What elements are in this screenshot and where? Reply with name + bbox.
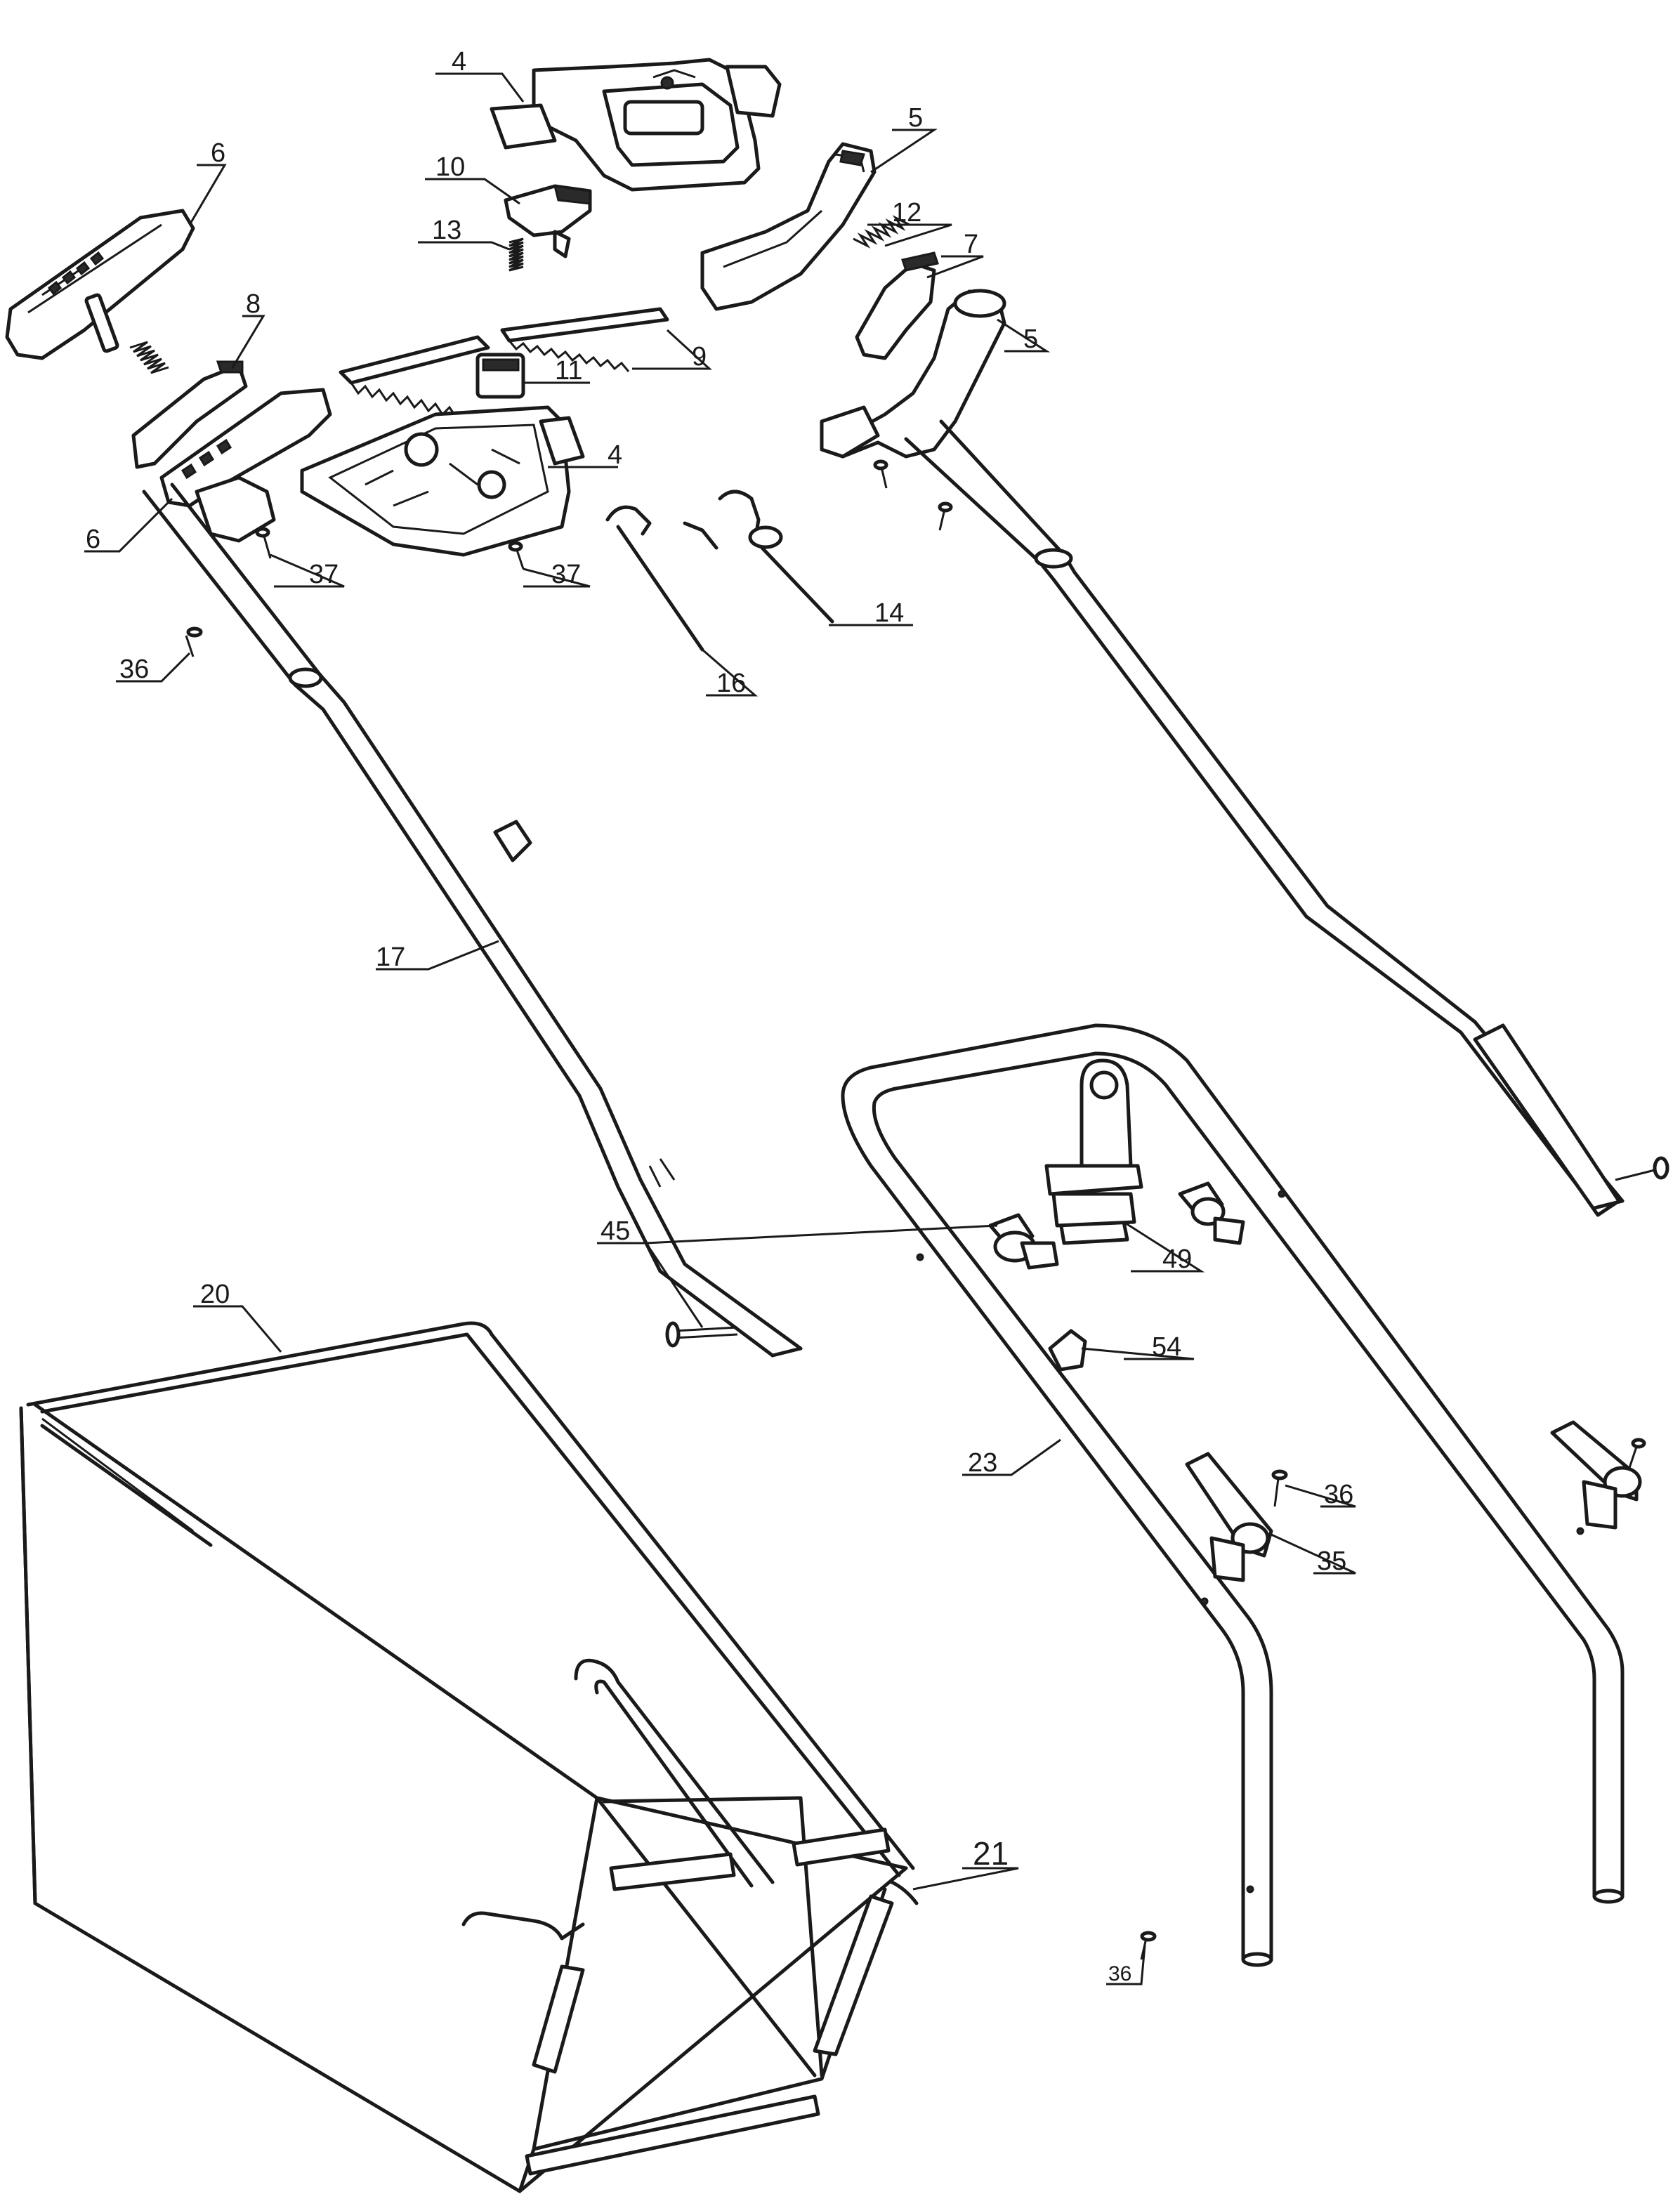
- part-54-clip: [1048, 1329, 1087, 1372]
- wing-nut-left: [988, 1213, 1059, 1270]
- part-10-button: [504, 184, 592, 258]
- part-4-top-cover: [490, 58, 782, 192]
- screw-36-center: [1271, 1469, 1288, 1507]
- callout-7: 7: [964, 230, 978, 259]
- callout-36-left: 36: [119, 655, 149, 684]
- callout-4-top: 4: [452, 47, 466, 77]
- callout-54: 54: [1152, 1332, 1181, 1362]
- callout-23: 23: [968, 1448, 997, 1478]
- screw-right-top: [873, 459, 953, 531]
- cable-clip-left: [493, 820, 532, 862]
- part-49-bracket: [1044, 1058, 1143, 1245]
- callout-12: 12: [892, 198, 921, 228]
- callout-35: 35: [1317, 1547, 1346, 1576]
- part-35-cam-lever-left: [1185, 1452, 1273, 1582]
- part-16-rod: [605, 505, 704, 652]
- part-13-spring: [508, 237, 524, 272]
- callout-36-center: 36: [1324, 1480, 1353, 1509]
- callout-37-center: 37: [551, 560, 581, 589]
- callout-13: 13: [432, 216, 461, 245]
- part-21-frame: [461, 1658, 919, 2176]
- callout-37-left: 37: [309, 560, 339, 589]
- part-35-cam-lever-right: [1550, 1420, 1646, 1530]
- callout-labels: 4 4 5 5 6 6 7 8 9 10 11 12 13 14 16 17 2…: [86, 47, 1353, 1985]
- screw-36-left: [185, 626, 203, 657]
- part-17-upper-handle-left: [142, 482, 803, 1358]
- part-5-right-grip-top: [700, 142, 877, 311]
- screw-37-left: [255, 527, 272, 559]
- callout-6-top: 6: [211, 138, 225, 168]
- part-6-left-grip-bottom: [159, 388, 332, 543]
- callout-49: 49: [1162, 1245, 1192, 1274]
- part-20-grass-bag: [19, 1321, 915, 2193]
- callout-11: 11: [555, 356, 582, 386]
- callout-45: 45: [601, 1216, 630, 1246]
- part-7-trigger: [855, 251, 939, 360]
- part-12-spring: [853, 215, 910, 249]
- callout-36-bottom: 36: [1108, 1962, 1131, 1985]
- callout-16: 16: [716, 669, 746, 698]
- callout-5-top: 5: [908, 103, 923, 133]
- part-11-switch: [475, 353, 525, 399]
- part-4-bottom-housing: [300, 405, 585, 557]
- callout-4-bottom: 4: [608, 440, 622, 470]
- callout-6-left: 6: [86, 525, 100, 554]
- callout-17: 17: [376, 943, 405, 972]
- callout-21: 21: [973, 1835, 1009, 1872]
- callout-14: 14: [874, 598, 904, 628]
- part-6-left-grip-top: [5, 209, 195, 360]
- callout-8: 8: [246, 289, 261, 319]
- part-23-lower-handle: [841, 1023, 1625, 1967]
- callout-9: 9: [692, 342, 707, 372]
- part-8-latch: [129, 341, 248, 469]
- wing-nut-right: [1178, 1181, 1245, 1245]
- bolt-45: [665, 1321, 738, 1348]
- part-17-upper-handle-right: [904, 419, 1625, 1217]
- part-14-rod: [683, 490, 834, 624]
- part-9-rack: [339, 307, 669, 419]
- callout-10: 10: [435, 152, 465, 182]
- bolt-right: [1615, 1156, 1669, 1181]
- part-5-right-grip-bottom: [820, 289, 1006, 459]
- callout-20: 20: [200, 1280, 230, 1309]
- callout-leaders: [84, 72, 1356, 1985]
- screw-37-center: [508, 541, 525, 570]
- callout-5-bottom: 5: [1023, 324, 1038, 354]
